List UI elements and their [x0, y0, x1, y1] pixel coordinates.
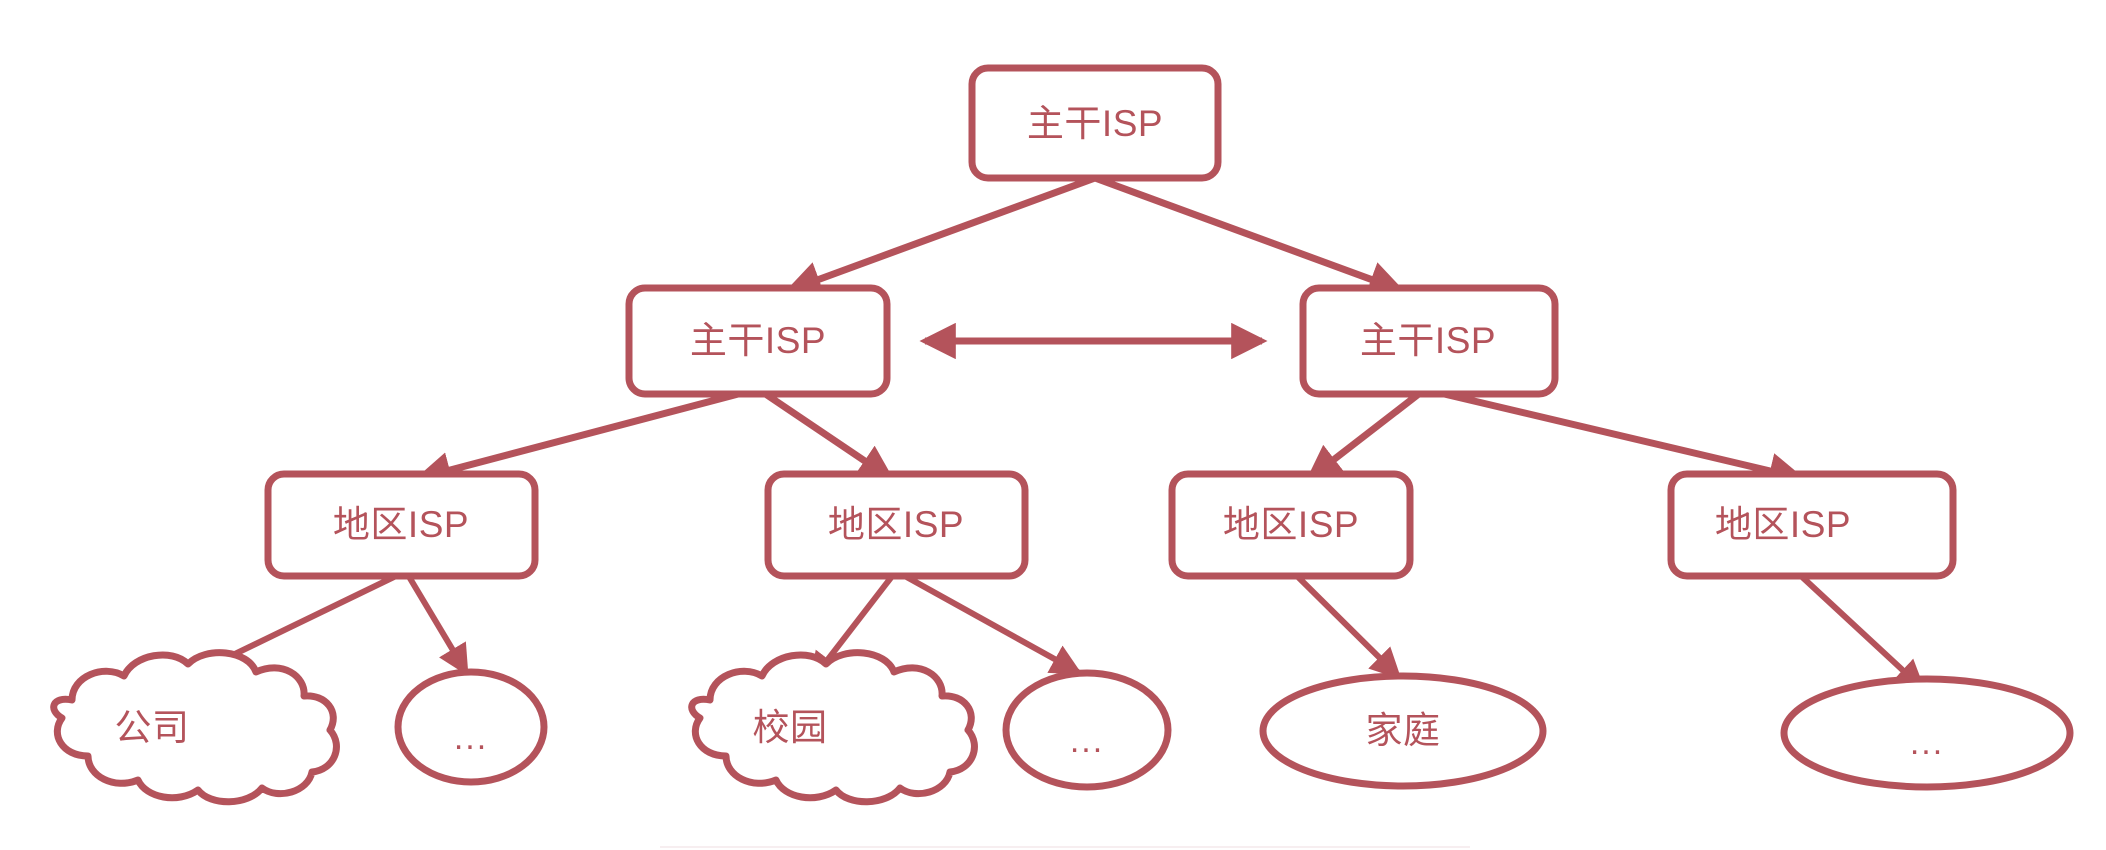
node-ellipsis-1[interactable]: ... [394, 668, 548, 786]
node-backbone-isp-right[interactable]: 主干ISP [1299, 284, 1559, 398]
node-ellipse [1259, 672, 1547, 790]
edge-top-to-left-backbone [784, 174, 1097, 297]
node-ellipse [1780, 675, 2074, 791]
edge-top-to-right-backbone [1093, 174, 1406, 297]
edge-right-backbone-to-regional-4 [1439, 389, 1806, 489]
edge-regional-1-to-ellipsis-1 [405, 573, 469, 677]
node-backbone-isp-top[interactable]: 主干ISP [968, 64, 1222, 182]
node-ellipsis-2[interactable]: ... [1002, 669, 1172, 791]
node-label-regional-isp-3: 地区ISP [1223, 504, 1359, 545]
node-company-cloud[interactable]: 公司 [50, 649, 340, 806]
node-box [1299, 284, 1559, 398]
node-regional-isp-3[interactable]: 地区ISP [1168, 470, 1414, 580]
node-campus-cloud[interactable]: 校园 [688, 649, 978, 806]
edge-right-backbone-to-regional-3 [1305, 390, 1423, 482]
node-regional-isp-2[interactable]: 地区ISP [764, 470, 1029, 580]
node-label-ellipsis-3: ... [1910, 724, 1944, 762]
node-box [264, 470, 539, 580]
node-label-company: 公司 [115, 707, 190, 748]
node-box [625, 284, 891, 398]
cloud-outline [688, 649, 978, 806]
node-label-regional-isp-1: 地区ISP [333, 504, 469, 545]
node-home[interactable]: 家庭 [1259, 672, 1547, 790]
nodes-layer: 主干ISP 主干ISP 主干ISP 地区ISP 地区ISP [50, 64, 2074, 806]
node-regional-isp-4[interactable]: 地区ISP [1667, 470, 1957, 580]
node-box [1168, 470, 1414, 580]
node-ellipse [1002, 669, 1172, 791]
node-label-ellipsis-2: ... [1070, 722, 1104, 760]
node-label-regional-isp-2: 地区ISP [828, 504, 964, 545]
node-label-backbone-isp-left: 主干ISP [690, 320, 826, 361]
node-label-ellipsis-1: ... [454, 719, 488, 757]
edge-regional-2-to-ellipsis-2 [901, 572, 1083, 675]
node-label-backbone-isp-right: 主干ISP [1360, 320, 1496, 361]
node-backbone-isp-left[interactable]: 主干ISP [625, 284, 891, 398]
node-ellipsis-3[interactable]: ... [1780, 675, 2074, 791]
node-ellipse [394, 668, 548, 786]
node-label-home: 家庭 [1366, 710, 1441, 751]
node-label-regional-isp-4: 地区ISP [1715, 504, 1851, 545]
node-box [968, 64, 1222, 182]
edge-left-backbone-to-regional-2 [762, 390, 895, 482]
node-regional-isp-1[interactable]: 地区ISP [264, 470, 539, 580]
node-box [764, 470, 1029, 580]
edges-layer [170, 174, 1926, 692]
node-label-campus: 校园 [753, 707, 828, 748]
edge-regional-4-to-ellipsis-3 [1797, 572, 1926, 692]
node-label-backbone-isp-top: 主干ISP [1027, 103, 1163, 144]
edge-regional-3-to-home [1293, 572, 1402, 680]
cloud-outline [50, 649, 340, 806]
edge-left-backbone-to-regional-1 [414, 389, 743, 488]
node-box [1667, 470, 1957, 580]
